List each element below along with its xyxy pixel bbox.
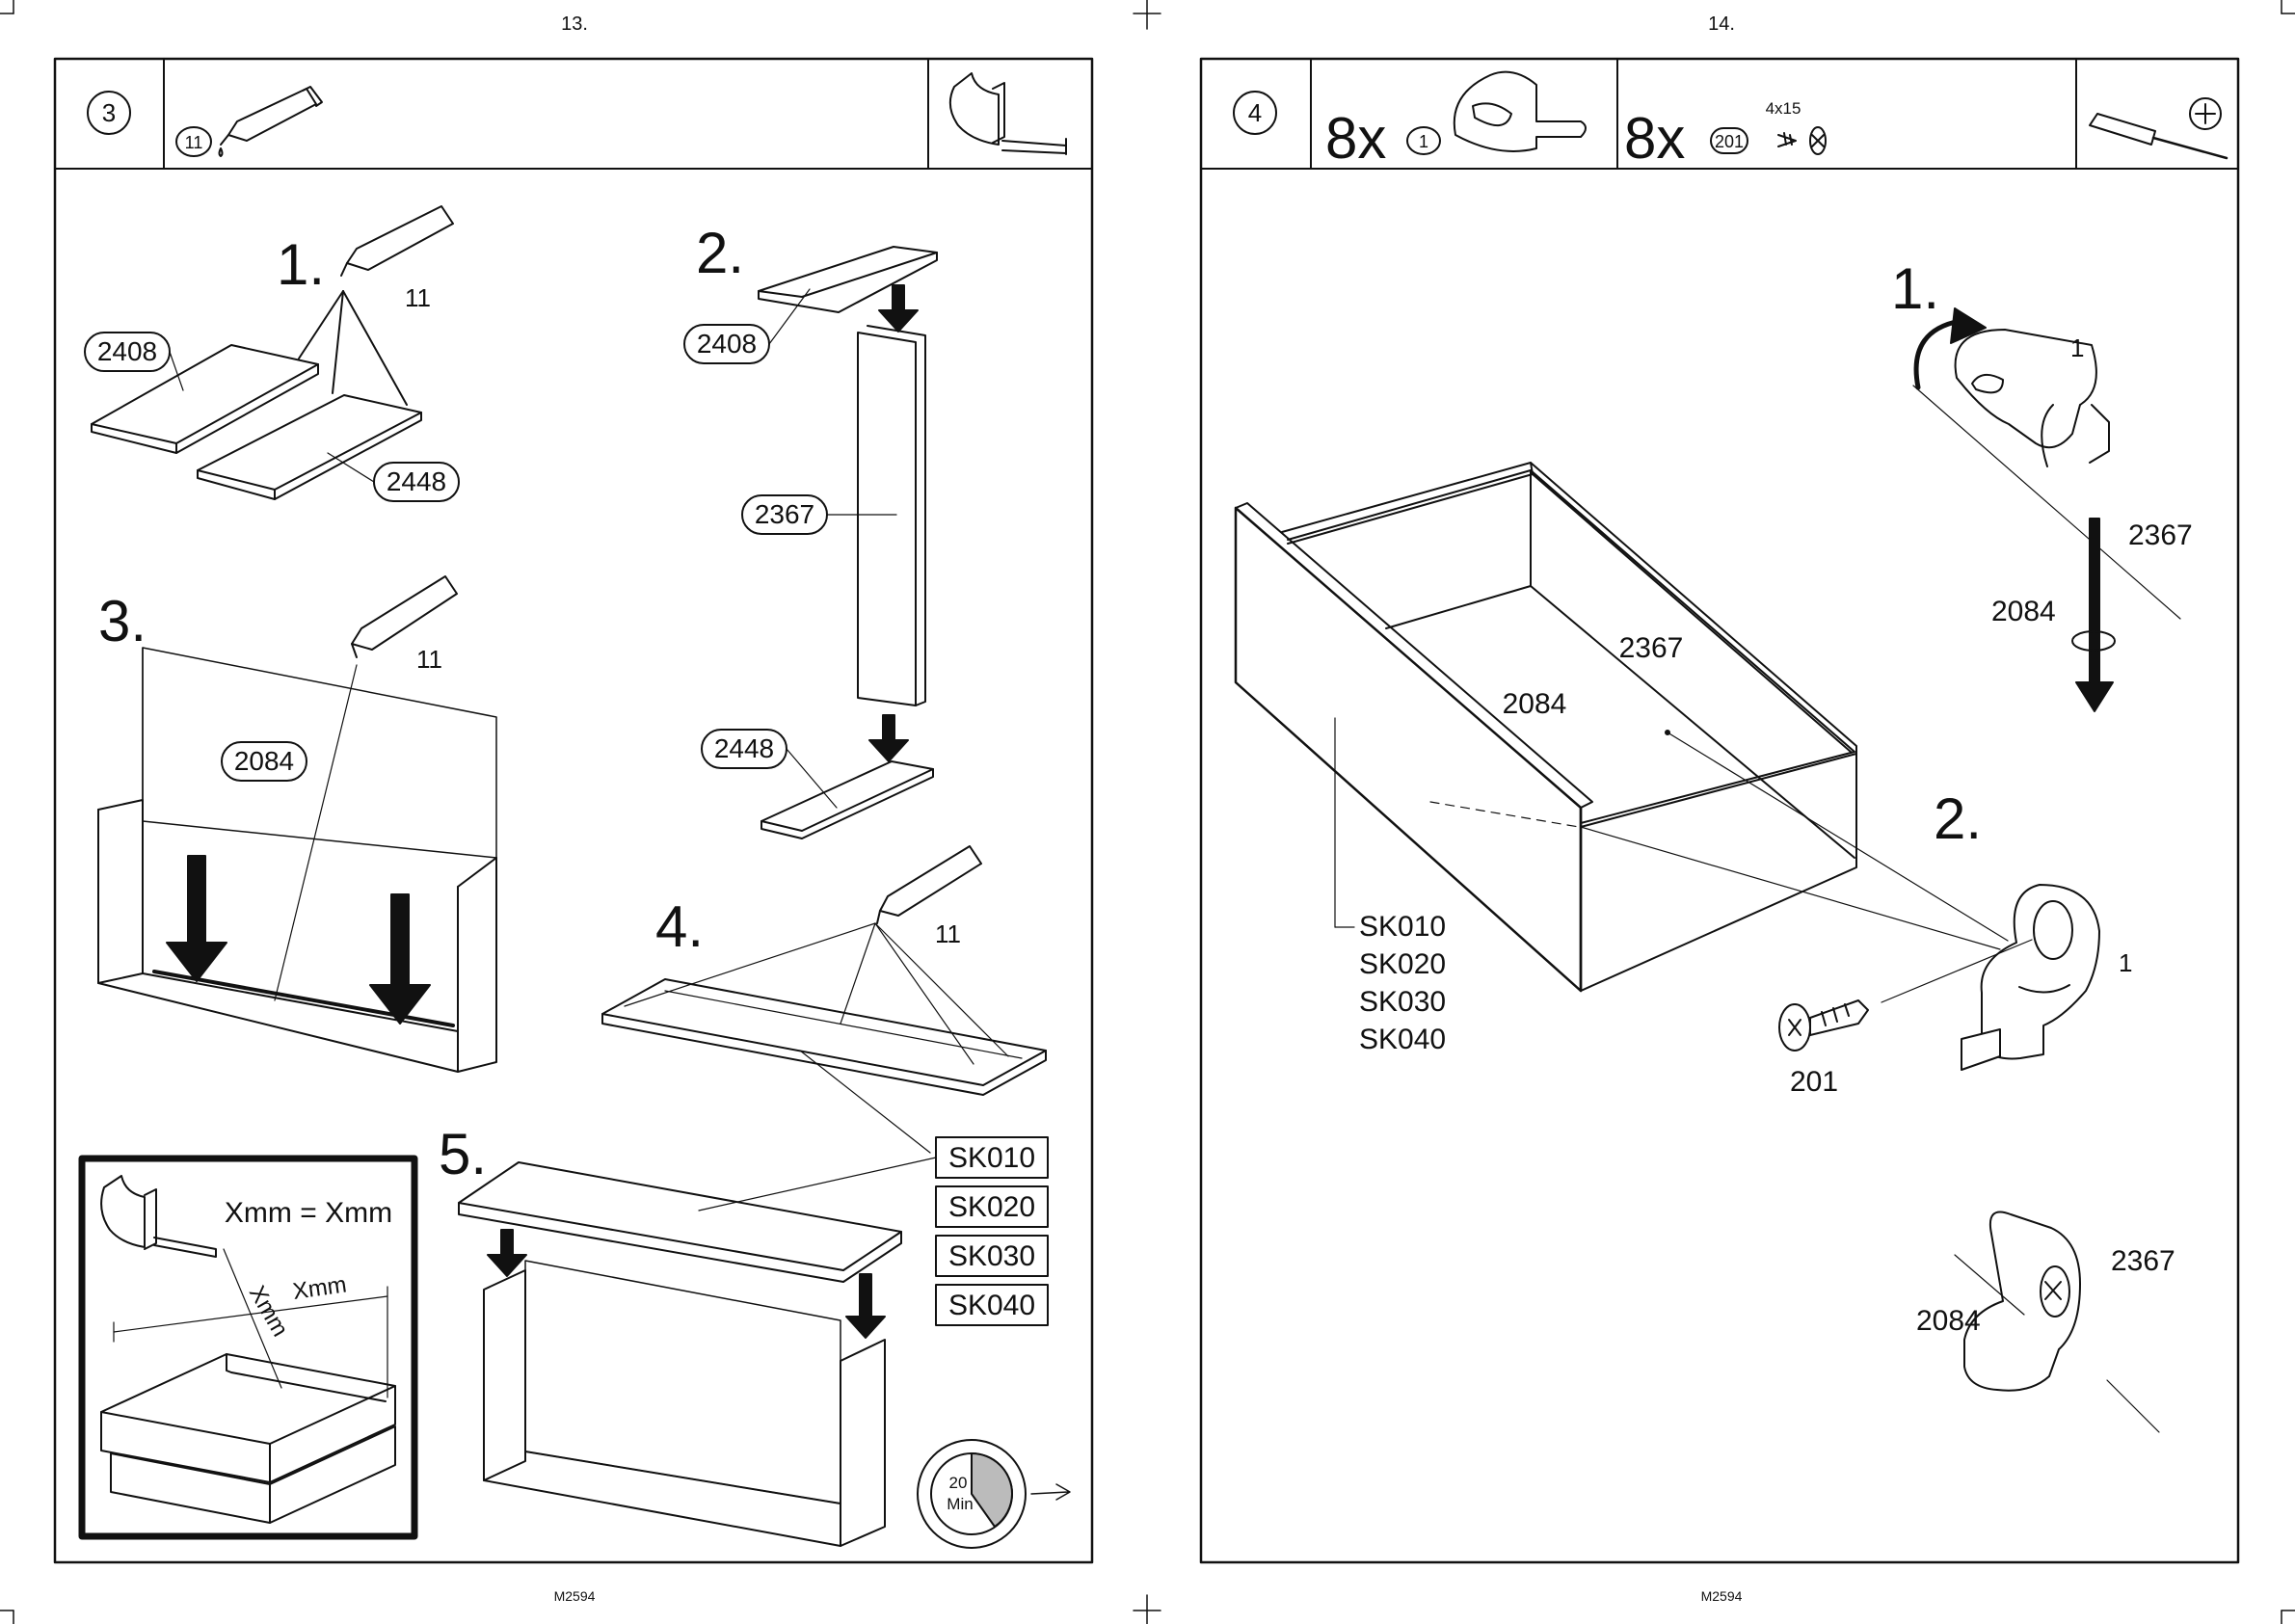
step-4-panel — [1201, 59, 2238, 1562]
svg-text:Xmm = Xmm: Xmm = Xmm — [225, 1197, 392, 1229]
svg-text:11: 11 — [185, 133, 203, 152]
svg-text:1: 1 — [1419, 132, 1428, 151]
svg-text:2367: 2367 — [2111, 1245, 2175, 1277]
svg-text:SK030: SK030 — [948, 1240, 1035, 1272]
svg-text:Xmm: Xmm — [291, 1271, 348, 1305]
sk-code-list-right: SK010 SK020 SK030 SK040 — [1335, 718, 1446, 1055]
svg-text:1.: 1. — [1891, 256, 1939, 321]
svg-text:11: 11 — [416, 645, 442, 674]
svg-text:2.: 2. — [696, 221, 744, 285]
hardware-bracket-part: 8x 1 — [1325, 72, 1586, 171]
svg-text:SK020: SK020 — [1359, 948, 1446, 980]
svg-text:4x15: 4x15 — [1766, 99, 1801, 118]
svg-text:2367: 2367 — [2128, 519, 2193, 551]
svg-text:11: 11 — [935, 919, 961, 948]
svg-text:2408: 2408 — [97, 336, 157, 366]
svg-text:2367: 2367 — [755, 499, 814, 529]
substep-1: 1. 11 2408 2448 — [85, 206, 459, 501]
svg-text:Min: Min — [947, 1495, 973, 1513]
svg-text:8x: 8x — [1624, 106, 1685, 171]
svg-text:SK040: SK040 — [1359, 1024, 1446, 1055]
hardware-screw-part: 8x 201 4x15 — [1624, 99, 1826, 171]
svg-text:SK030: SK030 — [1359, 986, 1446, 1018]
svg-text:4.: 4. — [655, 894, 704, 959]
svg-text:2.: 2. — [1934, 786, 1982, 851]
svg-text:SK010: SK010 — [948, 1142, 1035, 1174]
screw-icon — [1778, 133, 1796, 146]
svg-text:11: 11 — [405, 283, 431, 312]
glue-bottle-icon — [352, 576, 457, 650]
detail-3-fixed-bracket: 2367 2084 — [1916, 1212, 2175, 1433]
svg-text:2084: 2084 — [234, 746, 294, 776]
timer-icon: 20 Min — [918, 1440, 1070, 1548]
tape-measure-icon — [101, 1176, 145, 1247]
svg-text:2367: 2367 — [1619, 632, 1684, 664]
substep-5: 5. — [439, 1122, 901, 1546]
svg-text:4: 4 — [1248, 98, 1262, 127]
svg-text:SK010: SK010 — [1359, 911, 1446, 943]
svg-text:20: 20 — [949, 1474, 968, 1492]
svg-text:Xmm: Xmm — [244, 1282, 293, 1342]
svg-text:1: 1 — [2070, 333, 2084, 362]
svg-text:2448: 2448 — [714, 733, 774, 763]
svg-text:2084: 2084 — [1991, 596, 2056, 627]
svg-text:201: 201 — [1715, 132, 1744, 151]
substep-4: 4. 11 — [602, 846, 1046, 1153]
glue-bottle-icon — [347, 206, 453, 270]
svg-text:1: 1 — [2119, 948, 2132, 977]
svg-text:5.: 5. — [439, 1122, 487, 1186]
sk-code-list-left: SK010 SK020 SK030 SK040 — [699, 1137, 1048, 1325]
step-number-3: 3 — [88, 92, 130, 134]
measurement-inset: Xmm = Xmm Xmm Xmm — [82, 1158, 414, 1536]
svg-text:1.: 1. — [277, 232, 325, 297]
glue-bottle-icon — [880, 846, 981, 916]
tape-measure-icon — [950, 73, 1066, 154]
svg-text:SK040: SK040 — [948, 1290, 1035, 1321]
svg-text:2084: 2084 — [1503, 688, 1567, 720]
step-number-4: 4 — [1234, 92, 1276, 134]
svg-text:201: 201 — [1790, 1066, 1838, 1098]
svg-text:2084: 2084 — [1916, 1305, 1981, 1337]
glue-part-badge: 11 — [176, 127, 211, 156]
svg-text:2408: 2408 — [697, 329, 757, 359]
screwdriver-icon — [2090, 98, 2227, 158]
svg-text:2448: 2448 — [387, 466, 446, 496]
svg-text:3: 3 — [102, 98, 116, 127]
svg-text:3.: 3. — [98, 589, 147, 653]
substep-2: 2. 2408 2367 2448 — [684, 221, 937, 839]
svg-text:SK020: SK020 — [948, 1191, 1035, 1223]
detail-1-bracket: 1. 1 2367 2084 — [1891, 256, 2193, 711]
step-3-panel — [55, 59, 1092, 1562]
drawer-assembly: 2084 2367 — [1236, 463, 2008, 991]
svg-text:8x: 8x — [1325, 106, 1386, 171]
substep-3: 3. 11 2084 — [98, 576, 496, 1072]
glue-bottle-icon — [220, 87, 323, 156]
